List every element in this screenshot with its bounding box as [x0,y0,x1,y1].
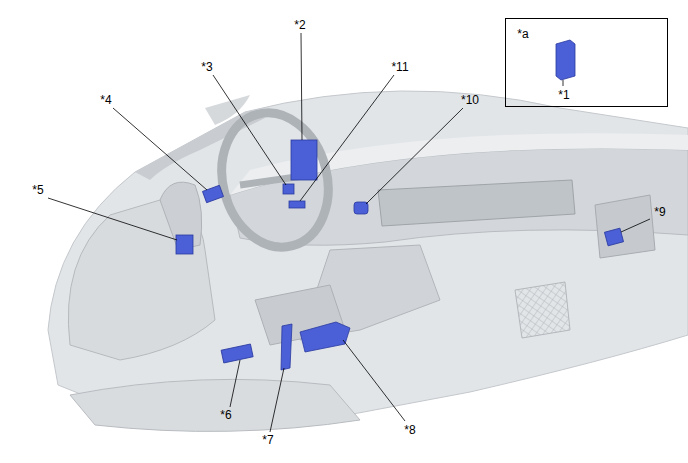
part-7 [281,324,292,370]
part-5 [176,235,193,254]
callout-number: *10 [461,93,479,107]
callout-number: *8 [404,423,415,437]
part-11 [289,201,305,208]
leader-line [366,108,463,204]
inset-label: *a [517,27,528,41]
leader-lines [48,33,650,432]
leader-line [621,219,650,232]
inset-ground [505,18,668,107]
leader-line [213,75,286,185]
steering-wheel [207,101,343,259]
vent [595,195,655,258]
leader-line [300,75,394,201]
callout-number: *11 [391,60,408,74]
inset-box: *a *1 [505,18,668,107]
part-4 [202,185,223,202]
callout-number: *9 [654,205,665,219]
leader-line [230,360,240,407]
net-pocket [515,282,570,338]
leader-line [301,33,302,140]
callout-number: *3 [201,60,212,74]
ecu-parts [176,40,624,370]
rear-seat [70,379,360,431]
display [378,180,575,226]
part-6 [221,344,253,363]
callout-number: *5 [32,183,43,197]
part-1 [556,40,575,80]
part-2 [291,140,317,180]
leader-line [563,80,564,86]
leader-line [113,108,207,190]
leader-line [48,198,177,240]
leader-line [343,340,405,421]
callout-number: *2 [294,18,305,32]
part-9 [604,228,623,246]
callout-number: *7 [262,433,273,447]
callout-number: *6 [220,408,231,422]
callout-number: *1 [558,88,569,102]
interior-shell [48,91,688,424]
part-3 [283,184,294,194]
part-8 [300,322,350,352]
callout-number: *4 [100,93,111,107]
leader-line [270,368,284,432]
